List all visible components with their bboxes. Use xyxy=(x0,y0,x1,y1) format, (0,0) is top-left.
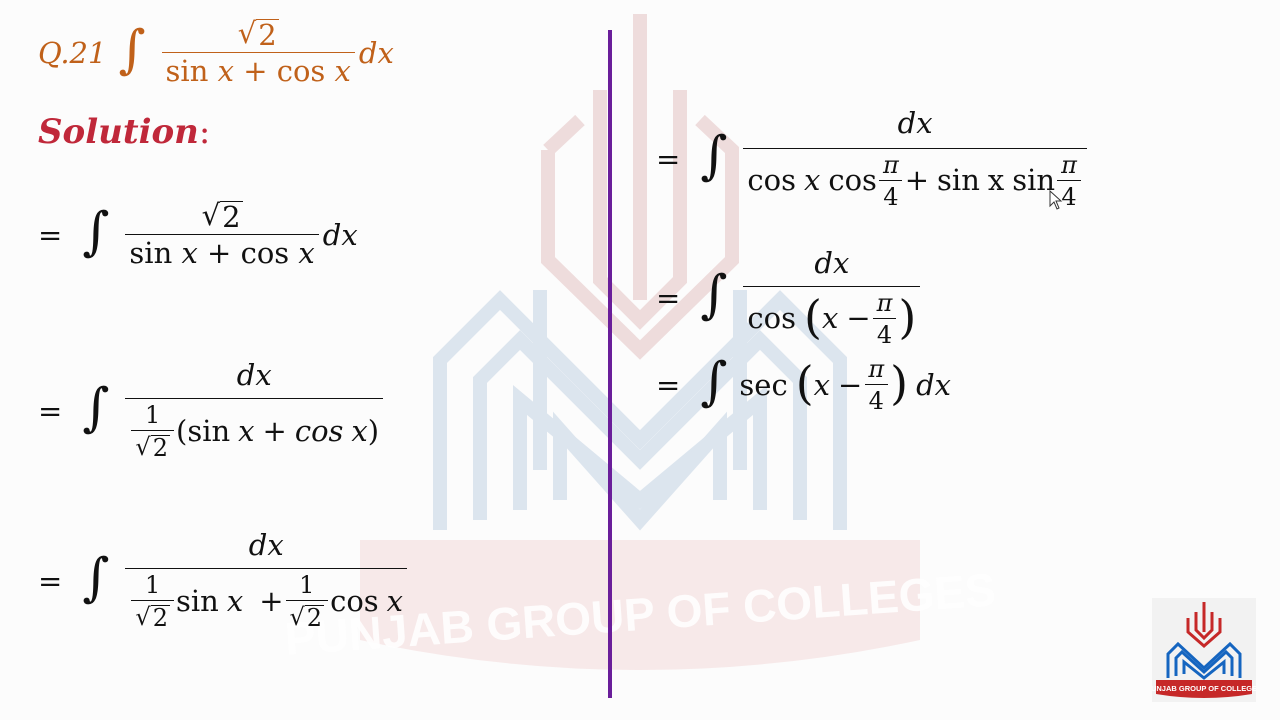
solution-heading: Solution: xyxy=(38,112,210,152)
logo-text: PUNJAB GROUP OF COLLEGES xyxy=(1152,684,1256,693)
step-1: = ∫ √2 sin x + cos x dx xyxy=(38,198,358,271)
solution-colon: : xyxy=(198,112,211,152)
mouse-pointer-icon xyxy=(1049,190,1063,210)
dx-label: dx xyxy=(358,36,394,71)
vertical-divider xyxy=(608,30,612,698)
question-line: Q.21 ∫ √2 sin x + cos x dx xyxy=(38,18,394,88)
punjab-group-logo-icon: PUNJAB GROUP OF COLLEGES xyxy=(1146,598,1262,702)
question-fraction: √2 sin x + cos x xyxy=(161,16,355,88)
integral-sign: ∫ xyxy=(118,20,146,81)
solution-label: Solution xyxy=(38,112,199,152)
sqrt-symbol: √2 xyxy=(237,16,279,52)
question-label: Q.21 xyxy=(38,36,107,71)
